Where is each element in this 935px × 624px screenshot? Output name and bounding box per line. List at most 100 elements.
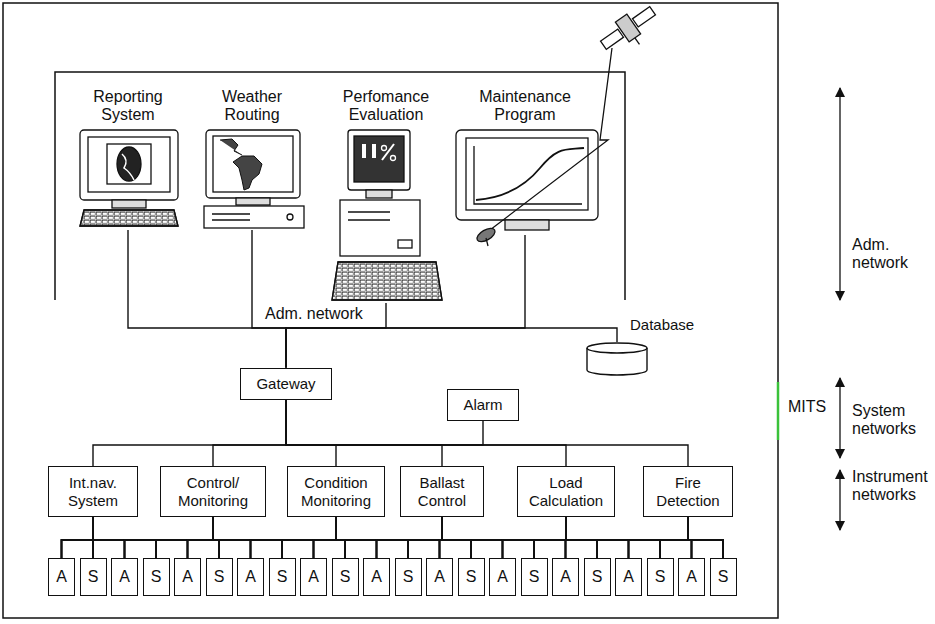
network-line bbox=[93, 517, 629, 558]
satellite-dish bbox=[475, 226, 497, 246]
reporting-computer bbox=[80, 210, 178, 226]
network-line bbox=[251, 517, 337, 558]
sensor-actuator-box: S bbox=[584, 558, 611, 596]
radio-link bbox=[490, 48, 612, 230]
sensor-actuator-box: S bbox=[80, 558, 107, 596]
outer-frame bbox=[55, 72, 625, 300]
sensor-actuator-box: S bbox=[710, 558, 737, 596]
node-label: Int.nav. System bbox=[54, 474, 132, 509]
satellite bbox=[633, 7, 656, 27]
sensor-actuator-box: A bbox=[300, 558, 327, 596]
network-line bbox=[377, 517, 443, 558]
node-label: S bbox=[529, 568, 540, 586]
network-line bbox=[125, 517, 214, 558]
network-line bbox=[156, 517, 442, 558]
network-line bbox=[93, 517, 251, 558]
node-heading: Reporting System bbox=[72, 88, 184, 125]
network-line bbox=[336, 517, 692, 558]
network-line bbox=[286, 400, 336, 467]
network-line bbox=[345, 517, 566, 558]
mits-marker-line bbox=[777, 382, 780, 440]
network-label: MITS bbox=[788, 398, 826, 416]
satellite-dish bbox=[486, 238, 488, 246]
network-line bbox=[503, 517, 689, 558]
network-range-arrow bbox=[839, 88, 840, 530]
node-heading: Perfomance Evaluation bbox=[330, 88, 442, 125]
reporting-computer bbox=[122, 154, 134, 180]
system-box: Int.nav. System bbox=[48, 466, 138, 517]
network-line bbox=[440, 517, 689, 558]
performance-computer bbox=[332, 130, 442, 300]
network-line bbox=[125, 517, 443, 558]
network-line bbox=[93, 517, 566, 558]
satellite bbox=[597, 1, 665, 62]
network-line bbox=[213, 517, 566, 558]
node-heading: Weather Routing bbox=[198, 88, 306, 125]
network-line bbox=[345, 517, 688, 558]
network-line bbox=[213, 517, 660, 558]
network-line bbox=[213, 400, 286, 467]
network-line bbox=[286, 400, 566, 467]
maintenance-computer bbox=[474, 146, 582, 204]
node-label: Control/ Monitoring bbox=[166, 474, 260, 509]
node-label: Condition Monitoring bbox=[293, 474, 379, 509]
outer-frame bbox=[3, 3, 778, 618]
sensor-actuator-box: A bbox=[363, 558, 390, 596]
network-line bbox=[213, 517, 471, 558]
network-line bbox=[442, 517, 471, 558]
network-line bbox=[213, 517, 534, 558]
reporting-computer bbox=[80, 130, 178, 200]
network-line bbox=[442, 517, 660, 558]
node-label: Alarm bbox=[463, 396, 502, 413]
network-label: Adm. network bbox=[852, 236, 922, 273]
network-line bbox=[566, 517, 597, 558]
network-line bbox=[286, 400, 442, 467]
network-line bbox=[93, 517, 503, 558]
network-line bbox=[93, 517, 213, 558]
network-range-arrow bbox=[839, 470, 840, 530]
node-label: S bbox=[214, 568, 225, 586]
network-line bbox=[213, 517, 282, 558]
sensor-actuator-box: A bbox=[48, 558, 75, 596]
network-line bbox=[156, 517, 336, 558]
network-line bbox=[336, 517, 723, 558]
network-line bbox=[336, 517, 534, 558]
network-line bbox=[336, 517, 345, 558]
performance-computer bbox=[382, 146, 387, 151]
network-line bbox=[188, 517, 689, 558]
network-line bbox=[688, 517, 723, 558]
node-label: S bbox=[88, 568, 99, 586]
weather-computer bbox=[204, 206, 304, 228]
network-line bbox=[93, 517, 688, 558]
network-line bbox=[213, 517, 723, 558]
network-line bbox=[336, 517, 408, 558]
network-line bbox=[408, 517, 688, 558]
weather-computer bbox=[213, 136, 293, 192]
network-line bbox=[93, 517, 692, 558]
network-line bbox=[188, 517, 443, 558]
node-label: A bbox=[623, 568, 634, 586]
network-line bbox=[314, 517, 443, 558]
network-line bbox=[282, 517, 336, 558]
network-line bbox=[336, 517, 629, 558]
network-line bbox=[213, 517, 314, 558]
network-line bbox=[408, 517, 566, 558]
system-box: Control/ Monitoring bbox=[160, 466, 266, 517]
network-line bbox=[213, 517, 219, 558]
reporting-computer bbox=[80, 130, 178, 226]
network-line bbox=[156, 517, 688, 558]
performance-computer bbox=[372, 144, 376, 158]
node-label: Gateway bbox=[256, 375, 315, 392]
performance-computer bbox=[332, 262, 442, 300]
maintenance-computer bbox=[476, 148, 584, 200]
sensor-actuator-box: A bbox=[237, 558, 264, 596]
node-label: A bbox=[119, 568, 130, 586]
network-line bbox=[336, 517, 471, 558]
sensor-actuator-box: S bbox=[458, 558, 485, 596]
sensor-actuator-box: S bbox=[332, 558, 359, 596]
reporting-computer bbox=[107, 144, 151, 184]
weather-computer bbox=[204, 130, 304, 228]
network-line bbox=[566, 517, 692, 558]
weather-computer bbox=[212, 219, 250, 220]
node-label: S bbox=[403, 568, 414, 586]
